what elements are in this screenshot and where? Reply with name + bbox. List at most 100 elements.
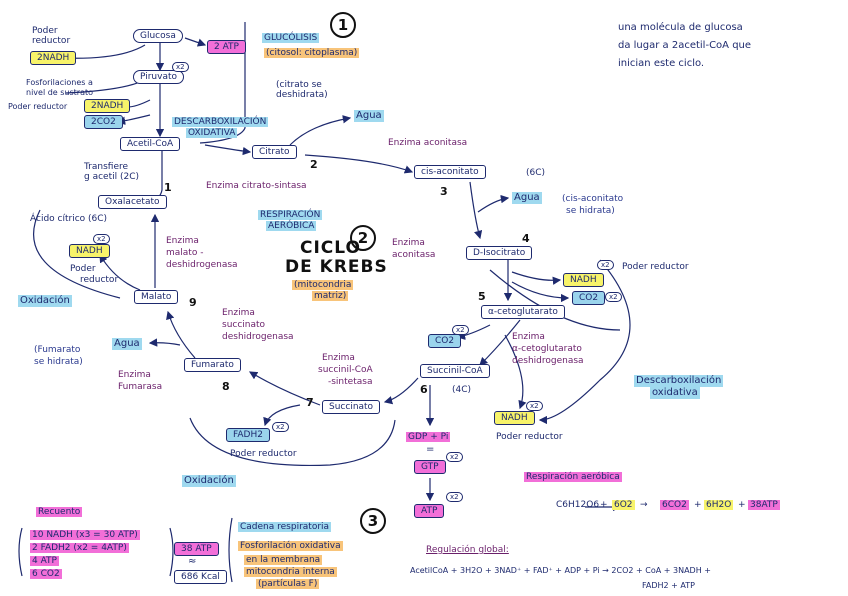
transfiere-2: g acetil (2C) bbox=[84, 172, 139, 182]
note-line-2: da lugar a 2acetil-CoA que bbox=[618, 40, 752, 51]
succinil-coa-node: Succinil-CoA bbox=[420, 364, 490, 378]
poder-reductor-fadh2: Poder reductor bbox=[230, 449, 297, 459]
step-6: 6 bbox=[420, 383, 428, 396]
four-c: (4C) bbox=[452, 385, 472, 395]
krebs-location-2: matriz) bbox=[312, 291, 349, 302]
recuento-line-3: 4 ATP bbox=[30, 556, 59, 567]
transfiere-1: Transfiere bbox=[84, 162, 129, 172]
cadena-respiratoria: Cadena respiratoria bbox=[238, 522, 332, 533]
oxalacetato-node: Oxalacetato bbox=[98, 195, 167, 209]
global-equation-1: AcetilCoA + 3H2O + 3NAD⁺ + FAD⁺ + ADP + … bbox=[410, 566, 711, 575]
enz-mal-3: deshidrogenasa bbox=[166, 260, 238, 270]
recuento-line-1: 10 NADH (x3 = 30 ATP) bbox=[30, 530, 140, 541]
citrato-sintasa: Enzima citrato-sintasa bbox=[206, 181, 307, 191]
enz-mal-1: Enzima bbox=[166, 236, 199, 246]
citrato-hidrata-line-1: (citrato se bbox=[276, 80, 322, 90]
succinil-nadh: NADH bbox=[494, 411, 535, 425]
step-1: 1 bbox=[164, 181, 172, 194]
atp-x2: x2 bbox=[446, 492, 463, 502]
poder-reductor-left-2: reductor bbox=[80, 275, 119, 285]
fum-hidrata-2: se hidrata) bbox=[34, 357, 83, 367]
aerobic-p3: 38ATP bbox=[748, 500, 780, 511]
agua-2: Agua bbox=[512, 192, 542, 204]
oxidacion-bottom: Oxidación bbox=[182, 475, 236, 487]
pdh-co2: 2CO2 bbox=[84, 115, 123, 129]
descarbox-right-2: oxidativa bbox=[650, 387, 700, 399]
respiracion-2: AERÓBICA bbox=[266, 221, 317, 232]
cis-hidrata-2: se hidrata) bbox=[566, 206, 615, 216]
enz-mal-2: malato - bbox=[166, 248, 204, 258]
poder-reductor-left-1: Poder bbox=[70, 264, 96, 274]
aerobic-r1: C6H12O6 bbox=[556, 500, 600, 510]
citrato-node: Citrato bbox=[252, 145, 297, 159]
step-7: 7 bbox=[306, 396, 314, 409]
enz-succ-3: deshidrogenasa bbox=[222, 332, 294, 342]
poder-reductor-bottom: Poder reductor bbox=[496, 432, 563, 442]
aconitasa-center-2: aconitasa bbox=[392, 250, 436, 260]
pdh-nadh: 2NADH bbox=[84, 99, 131, 113]
poder-reductor-top-1: Poder bbox=[32, 26, 58, 36]
enz-fum-2: Fumarasa bbox=[118, 382, 163, 392]
aconitasa-top: Enzima aconitasa bbox=[388, 138, 468, 148]
total-kcal: 686 Kcal bbox=[174, 570, 227, 584]
malato-nadh: NADH bbox=[69, 244, 110, 258]
step-4: 4 bbox=[522, 232, 530, 245]
poder-reductor-line: Poder reductor bbox=[8, 102, 68, 111]
poder-reductor-right: Poder reductor bbox=[622, 262, 689, 272]
alfa-cetoglutarato-node: α-cetoglutarato bbox=[481, 305, 565, 319]
note-line-3: inician este ciclo. bbox=[618, 58, 705, 69]
oxidacion-left: Oxidación bbox=[18, 295, 72, 307]
enz-succ-coa-1: Enzima bbox=[322, 353, 355, 363]
acetil-coa-node: Acetil-CoA bbox=[120, 137, 181, 151]
enzima-alfa-1: Enzima bbox=[512, 332, 545, 342]
enzima-alfa-3: deshidrogenasa bbox=[512, 356, 584, 366]
step-8: 8 bbox=[222, 380, 230, 393]
enz-succ-2: succinato bbox=[222, 320, 266, 330]
ciclo-title: CICLO bbox=[300, 238, 361, 258]
enz-succ-coa-3: -sintetasa bbox=[328, 377, 373, 387]
co2-x2: x2 bbox=[605, 292, 622, 302]
atp-node: ATP bbox=[414, 504, 445, 518]
gtp-x2: x2 bbox=[446, 452, 463, 462]
recuento-line-2: 2 FADH2 (x2 = 4ATP) bbox=[30, 543, 129, 554]
section-3-number: 3 bbox=[360, 508, 386, 534]
isocitrato-co2: CO2 bbox=[572, 291, 606, 305]
de-krebs-title: DE KREBS bbox=[285, 257, 388, 277]
fadh2-x2: x2 bbox=[272, 422, 289, 432]
aerobic-r2: 6O2 bbox=[612, 500, 635, 511]
total-atp: 38 ATP bbox=[174, 542, 219, 556]
step-5: 5 bbox=[478, 290, 486, 303]
enz-fum-1: Enzima bbox=[118, 370, 151, 380]
krebs-location-1: (mitocondria bbox=[292, 280, 354, 291]
d-isocitrato-node: D-Isocitrato bbox=[466, 246, 533, 260]
step-2: 2 bbox=[310, 158, 318, 171]
enzima-alfa-2: α-cetoglutarato bbox=[512, 344, 582, 354]
fosforilaciones-1: Fosforilaciones a bbox=[26, 78, 93, 87]
succinato-node: Succinato bbox=[322, 400, 381, 414]
cis-hidrata-1: (cis-aconitato bbox=[562, 194, 624, 204]
aconitasa-center-1: Enzima bbox=[392, 238, 425, 248]
alfa-co2-x2: x2 bbox=[452, 325, 469, 335]
section-1-number: 1 bbox=[330, 12, 356, 38]
glycolysis-nadh: 2NADH bbox=[30, 51, 77, 65]
recuento-title: Recuento bbox=[36, 507, 83, 518]
gtp-node: GTP bbox=[414, 460, 446, 474]
regulacion-global-title: Regulación global: bbox=[426, 545, 509, 555]
descarboxilacion-1: DESCARBOXILACIÓN bbox=[172, 117, 269, 128]
aerobic-plus1: + bbox=[600, 500, 608, 510]
six-c-1: (6C) bbox=[526, 168, 546, 178]
particulas-f: (partículas F) bbox=[256, 579, 320, 590]
aerobic-arrow: → bbox=[640, 500, 648, 510]
recuento-line-4: 6 CO2 bbox=[30, 569, 62, 580]
respiracion-aerobica-title: Respiración aeróbica bbox=[524, 472, 622, 483]
respiracion-1: RESPIRACIÓN bbox=[258, 210, 323, 221]
aerobic-plus3: + bbox=[738, 500, 746, 510]
fosforilacion-oxidativa: Fosforilación oxidativa bbox=[238, 541, 343, 552]
enz-succ-coa-2: succinil-CoA bbox=[318, 365, 373, 375]
aerobic-plus2: + bbox=[694, 500, 702, 510]
fum-hidrata-1: (Fumarato bbox=[34, 345, 81, 355]
fumarato-node: Fumarato bbox=[184, 358, 241, 372]
glucosa-node: Glucosa bbox=[133, 29, 183, 43]
step-9: 9 bbox=[189, 296, 197, 309]
